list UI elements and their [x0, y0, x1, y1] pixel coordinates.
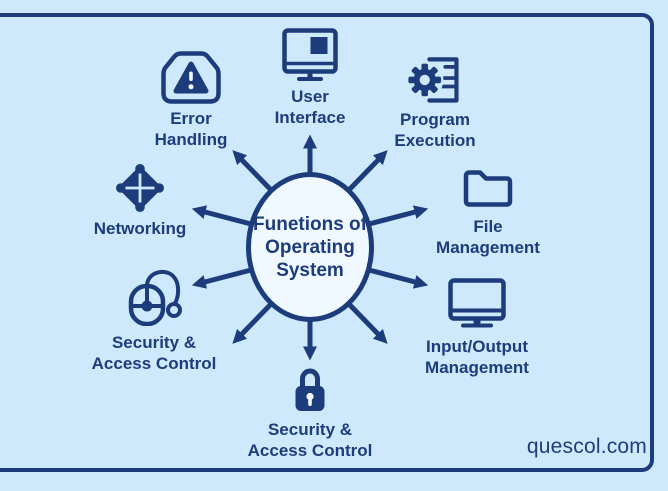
node-label: Management: [436, 238, 540, 257]
node-label: Security &: [111, 333, 197, 352]
node-label: Interface: [274, 108, 346, 127]
node-user-interface: User Interface: [230, 28, 390, 128]
arrow-left-down: [191, 267, 254, 289]
node-label: Program: [400, 110, 470, 129]
arrow-right-up: [366, 205, 429, 227]
monitor-screen-icon: [282, 28, 338, 81]
node-label: File: [473, 217, 503, 236]
arrow-up-right: [344, 150, 388, 195]
arrow-left-up: [191, 205, 254, 227]
node-label: Access Control: [91, 354, 217, 373]
center-title-line: System: [276, 259, 344, 281]
center-title-ellipse: Funetions of Operating System: [246, 172, 374, 322]
lock-icon: [295, 368, 325, 411]
node-networking: Networking: [60, 164, 220, 239]
warning-icon: [161, 51, 221, 104]
network-diamond-icon: [116, 164, 164, 212]
node-security-access-bottom: Security & Access Control: [230, 364, 390, 461]
node-error-handling: Error Handling: [111, 50, 271, 150]
node-file-management: File Management: [408, 166, 568, 258]
arrow-up-left: [232, 150, 276, 195]
watermark-text: quescol.com: [526, 435, 647, 458]
folder-icon: [463, 170, 513, 207]
node-label: Handling: [154, 130, 228, 149]
center-title-line: Funetions of: [253, 213, 367, 235]
arrow-down-right: [344, 299, 388, 344]
monitor-icon: [448, 278, 506, 328]
node-program-execution: Program Execution: [355, 51, 515, 151]
node-label: Security &: [267, 420, 353, 439]
node-io-management: Input/Output Management: [397, 278, 557, 378]
node-label: Input/Output: [426, 337, 528, 356]
arrow-down-left: [232, 299, 276, 344]
mouse-icon: [128, 269, 182, 326]
node-label: Management: [425, 358, 529, 377]
center-title-line: Operating: [265, 236, 355, 258]
node-label: Networking: [93, 219, 187, 238]
gear-document-icon: [407, 57, 459, 103]
node-label: Error: [170, 109, 212, 128]
node-security-access-left: Security & Access Control: [72, 266, 236, 374]
arrow-right-down: [366, 267, 429, 289]
node-label: Execution: [394, 131, 476, 150]
node-label: Access Control: [247, 441, 373, 460]
node-label: User: [291, 87, 329, 106]
